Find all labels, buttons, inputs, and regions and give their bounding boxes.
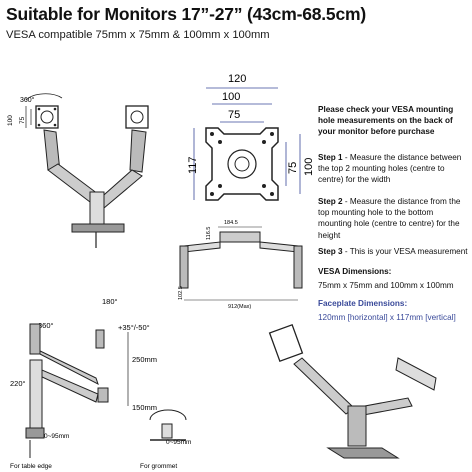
step-1: Step 1 - Measure the distance between th… xyxy=(318,152,468,186)
faceplate-heading: Faceplate Dimensions: xyxy=(318,299,408,308)
dim-117-label: 117 xyxy=(187,156,199,174)
dim-width-label: 912(Max) xyxy=(228,304,251,310)
instructions-heading: Please check your VESA mounting hole mea… xyxy=(318,105,454,137)
side-view-drawing: 180° 360° +35°/-50° 250mm 150mm 220° 0~9… xyxy=(10,297,191,470)
swivel-label: 220° xyxy=(10,379,26,388)
vesa-dimensions-value: 75mm x 75mm and 100mm x 100mm xyxy=(318,281,454,290)
front-dim-100: 100 xyxy=(7,115,14,126)
step-1-text: - Measure the distance between the top 2… xyxy=(318,153,462,185)
dim-150-label: 150mm xyxy=(132,403,157,412)
dim-102-label: 102.5 xyxy=(178,286,184,300)
step-3-label: Step 3 xyxy=(318,247,343,256)
dim-250-label: 250mm xyxy=(132,355,157,364)
dim-120-label: 120 xyxy=(228,73,246,85)
vesa-plate-diagram: 120 100 75 117 75 100 xyxy=(187,73,315,201)
step-2-text: - Measure the distance from the top moun… xyxy=(318,197,461,240)
dim-100-top-label: 100 xyxy=(222,91,240,103)
step-2: Step 2 - Measure the distance from the t… xyxy=(318,196,468,241)
page-subtitle: VESA compatible 75mm x 75mm & 100mm x 10… xyxy=(6,29,270,41)
table-edge-label: For table edge xyxy=(10,463,52,470)
clamp-range-2-label: 0~95mm xyxy=(166,439,191,446)
perspective-drawing xyxy=(268,323,437,459)
rotation-arrow-icon xyxy=(25,93,63,101)
rot-360-label: 360° xyxy=(38,321,54,330)
dim-184-label: 184.5 xyxy=(224,220,238,226)
vesa-dimensions-heading: VESA Dimensions: xyxy=(318,267,392,276)
front-dim-75: 75 xyxy=(19,116,26,124)
step-3: Step 3 - This is your VESA measurement xyxy=(318,246,468,257)
tilt-label: +35°/-50° xyxy=(118,323,150,332)
page-title: Suitable for Monitors 17”-27” (43cm-68.5… xyxy=(6,4,366,24)
dim-100-side-label: 100 xyxy=(303,158,315,176)
vesa-plate-outline xyxy=(205,127,279,201)
step-3-text: - This is your VESA measurement xyxy=(342,247,468,256)
step-2-label: Step 2 xyxy=(318,197,343,206)
faceplate-value: 120mm [horizontal] x 117mm [vertical] xyxy=(318,313,456,322)
right-vesa-plate xyxy=(125,105,149,129)
arm-width-drawing: 184.5 116.5 102.5 912(Max) xyxy=(178,220,303,310)
rotation-label: 360° xyxy=(20,96,35,104)
dim-116-label: 116.5 xyxy=(206,227,212,240)
step-1-label: Step 1 xyxy=(318,153,343,162)
left-vesa-plate xyxy=(35,105,59,129)
dual-arm-front-drawing: 360° 100 75 xyxy=(7,93,149,248)
rot-180-label: 180° xyxy=(102,297,118,306)
dim-75-side-label: 75 xyxy=(287,162,299,174)
clamp-range-1-label: 0~95mm xyxy=(44,433,69,440)
grommet-label: For grommet xyxy=(140,463,177,470)
dim-75-top-label: 75 xyxy=(228,109,240,121)
